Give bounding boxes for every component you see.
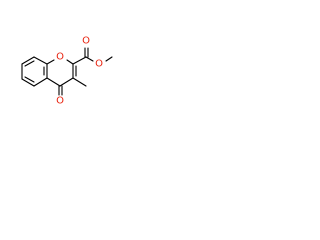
bond-ether-methyl	[105, 56, 113, 62]
benzene-ring	[21, 56, 48, 87]
ketone-oxygen-label: O	[56, 96, 64, 107]
double-bond-c5-c6	[24, 76, 35, 83]
bond-c7-c8	[21, 56, 35, 65]
ester-carbonyl-oxygen-label: O	[82, 36, 90, 47]
pyranone-ring	[46, 59, 77, 87]
bond-o1-c2	[66, 59, 74, 65]
bond-c8-c8a	[33, 56, 48, 65]
bond-c4-c4a	[46, 77, 61, 87]
methyl-bond	[72, 77, 87, 87]
bond-ester-ether	[85, 56, 94, 62]
structure-canvas: O O O O	[0, 0, 152, 152]
bond-c3-c4	[59, 77, 74, 87]
bond-c2-ester-carbon	[72, 56, 87, 65]
bond-c8a-o1	[46, 59, 55, 65]
ester-group	[72, 47, 113, 65]
ester-ether-oxygen-label: O	[95, 59, 103, 70]
double-bond-c7-c8	[24, 60, 35, 67]
molecule-drawing: O O O O	[21, 36, 113, 107]
bond-c4a-c5	[33, 77, 48, 87]
ketone-group	[58, 85, 63, 96]
ring-oxygen-label: O	[56, 52, 64, 63]
bond-c5-c6	[21, 78, 35, 87]
